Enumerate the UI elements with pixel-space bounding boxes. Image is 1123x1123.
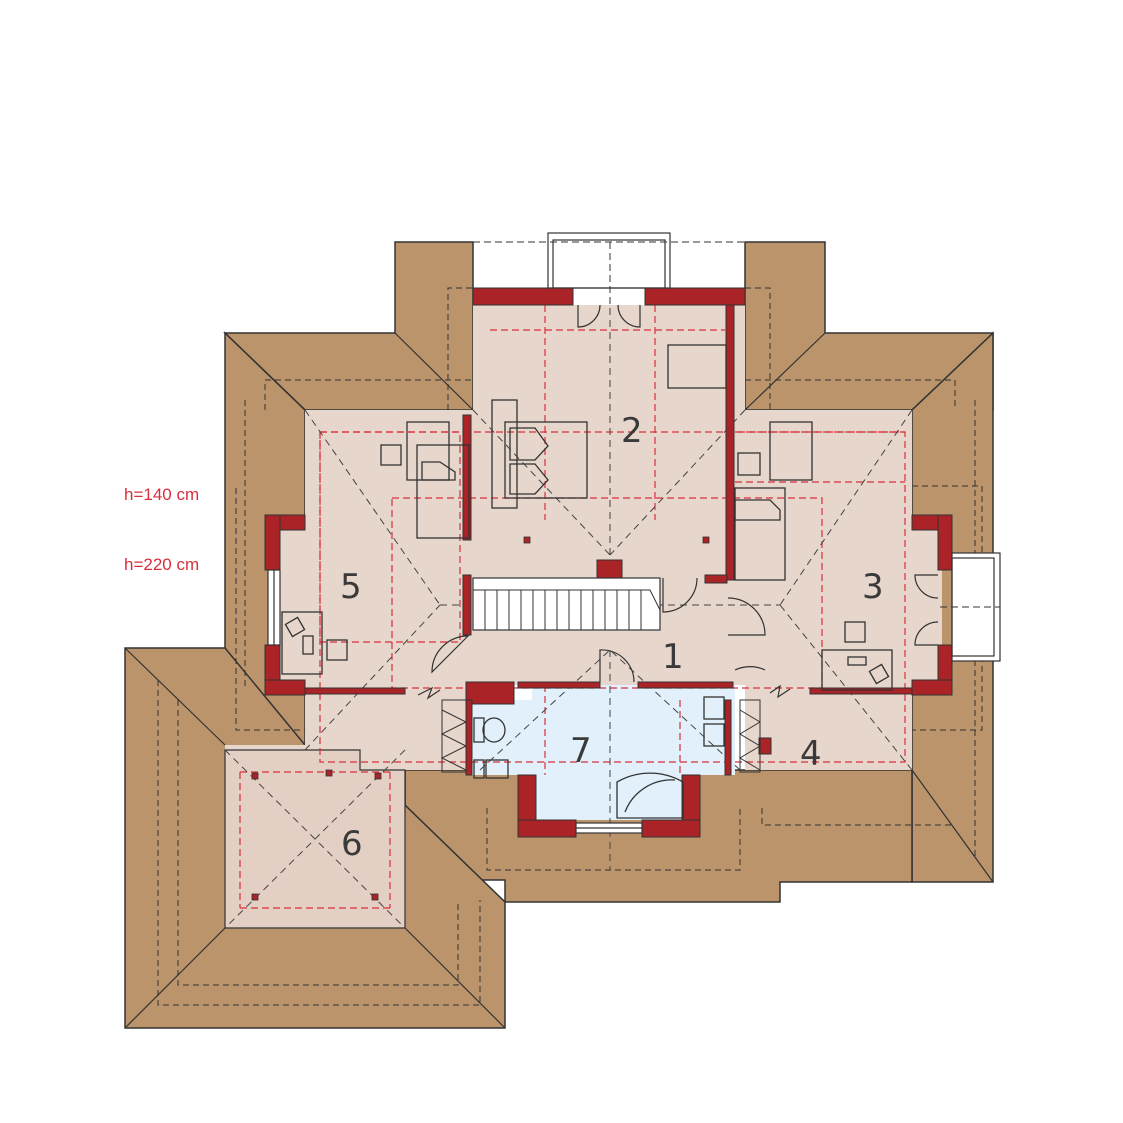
furniture [281,344,893,819]
room-label-1: 1 [662,637,684,677]
wardrobes [440,699,761,773]
doors [417,304,939,700]
hip-projection-lines [224,305,913,929]
room-label-3: 3 [862,567,884,607]
room-label-6: 6 [341,824,363,864]
height-lines [239,305,906,909]
room-label-5: 5 [340,567,362,607]
stairs [472,577,661,631]
balcony-north [547,232,671,289]
room-label-4: 4 [800,734,822,774]
height-label-220: h=220 cm [124,555,199,574]
roof-hips [124,332,994,1029]
walls [264,287,953,838]
room-label-2: 2 [621,411,643,451]
posts [251,536,710,901]
room-label-7: 7 [570,731,592,771]
height-label-140: h=140 cm [124,485,199,504]
